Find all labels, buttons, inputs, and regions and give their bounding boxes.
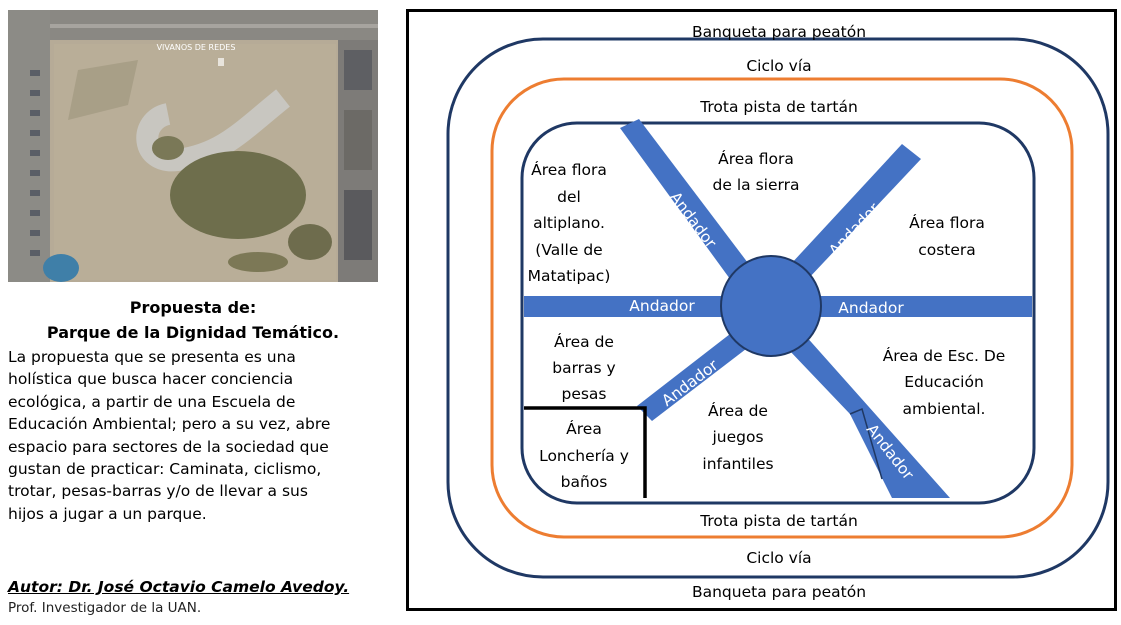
- jogging-track-label-top: Trota pista de tartán: [699, 98, 858, 116]
- proposal-line: trotar, pesas-barras y/o de llevar a sus: [8, 482, 308, 501]
- proposal-title-line-2: Parque de la Dignidad Temático.: [46, 323, 340, 342]
- walkway-arrow-outline: [849, 407, 883, 480]
- author-affiliation: Prof. Investigador de la UAN.: [8, 600, 202, 616]
- area-costera: Área flora costera: [909, 213, 985, 259]
- area-altiplano-line: altiplano.: [533, 214, 605, 232]
- sign-text: VIVANOS DE REDES: [157, 43, 236, 52]
- walkway-diagonal-upper-right: [790, 144, 921, 279]
- area-juegos-line: Área de: [708, 401, 768, 420]
- area-sierra-line: Área flora: [718, 149, 794, 168]
- proposal-description: La propuesta que se presenta es una holí…: [8, 346, 378, 525]
- park-layout-diagram: Banqueta para peatón Ciclo vía Trota pis…: [406, 9, 1117, 611]
- central-roundabout: [720, 255, 822, 357]
- area-loncheria-line: Área: [566, 419, 602, 438]
- proposal-line: ecológica, a partir de una Escuela de: [8, 392, 296, 411]
- area-barras-line: pesas: [561, 385, 606, 403]
- area-escuela-line: ambiental.: [903, 400, 986, 418]
- walkway-label-left: Andador: [629, 297, 695, 315]
- parked-cars: [30, 70, 40, 256]
- area-altiplano-line: (Valle de: [535, 241, 602, 259]
- proposal-line: La propuesta que se presenta es una: [8, 348, 296, 366]
- cycle-path-ring: [446, 37, 1110, 579]
- area-loncheria: Área Lonchería y baños: [539, 419, 629, 491]
- aerial-photo: VIVANOS DE REDES: [8, 10, 378, 282]
- area-escuela-line: Área de Esc. De: [883, 346, 1006, 365]
- walkway-label-right: Andador: [838, 299, 904, 317]
- proposal-line: hijos a jugar a un parque.: [8, 504, 207, 523]
- area-sierra-line: de la sierra: [713, 176, 800, 194]
- area-barras-line: Área de: [554, 332, 614, 351]
- sidewalk-label-bottom: Banqueta para peatón: [692, 583, 866, 601]
- jogging-track-label-bottom: Trota pista de tartán: [699, 512, 858, 530]
- area-juegos-line: infantiles: [702, 455, 773, 473]
- proposal-line: gustan de practicar: Caminata, ciclismo,: [8, 460, 322, 479]
- walkway-horizontal-right: [820, 296, 1032, 317]
- jogging-track-ring: [490, 77, 1074, 539]
- walkway-diagonal-upper-left: [620, 119, 751, 279]
- area-altiplano-line: Matatipac): [528, 267, 611, 285]
- area-altiplano: Área flora del altiplano. (Valle de Mata…: [528, 160, 611, 285]
- proposal-line: espacio para sectores de la sociedad que: [8, 437, 329, 456]
- area-sierra: Área flora de la sierra: [713, 149, 800, 194]
- area-costera-line: Área flora: [909, 213, 985, 232]
- proposal-line: holística que busca hacer conciencia: [8, 370, 294, 389]
- area-juegos-infantiles: Área de juegos infantiles: [702, 401, 773, 473]
- walkway-horizontal-left: [524, 296, 722, 317]
- proposal-title: Propuesta de: Parque de la Dignidad Temá…: [8, 295, 378, 345]
- area-costera-line: costera: [918, 241, 976, 259]
- area-loncheria-line: baños: [561, 473, 608, 491]
- area-juegos-line: juegos: [711, 428, 763, 446]
- proposal-line: Educación Ambiental; pero a su vez, abre: [8, 415, 331, 434]
- area-barras-pesas: Área de barras y pesas: [552, 332, 615, 403]
- area-escuela-ambiental: Área de Esc. De Educación ambiental.: [883, 346, 1006, 418]
- proposal-title-line-1: Propuesta de:: [129, 298, 257, 317]
- author-name: Autor: Dr. José Octavio Camelo Avedoy.: [8, 578, 350, 596]
- area-altiplano-line: del: [557, 188, 581, 206]
- cycle-path-label-bottom: Ciclo vía: [746, 549, 811, 567]
- sidewalk-label-top: Banqueta para peatón: [692, 23, 866, 41]
- cycle-path-label-top: Ciclo vía: [746, 57, 811, 75]
- area-escuela-line: Educación: [904, 373, 984, 391]
- area-barras-line: barras y: [552, 359, 615, 377]
- walkway-diagonal-lower-left: [637, 334, 746, 421]
- area-loncheria-line: Lonchería y: [539, 447, 629, 465]
- area-altiplano-line: Área flora: [531, 160, 607, 179]
- walkway-diagonal-lower-right: [788, 334, 950, 498]
- loncheria-divider: [524, 406, 647, 498]
